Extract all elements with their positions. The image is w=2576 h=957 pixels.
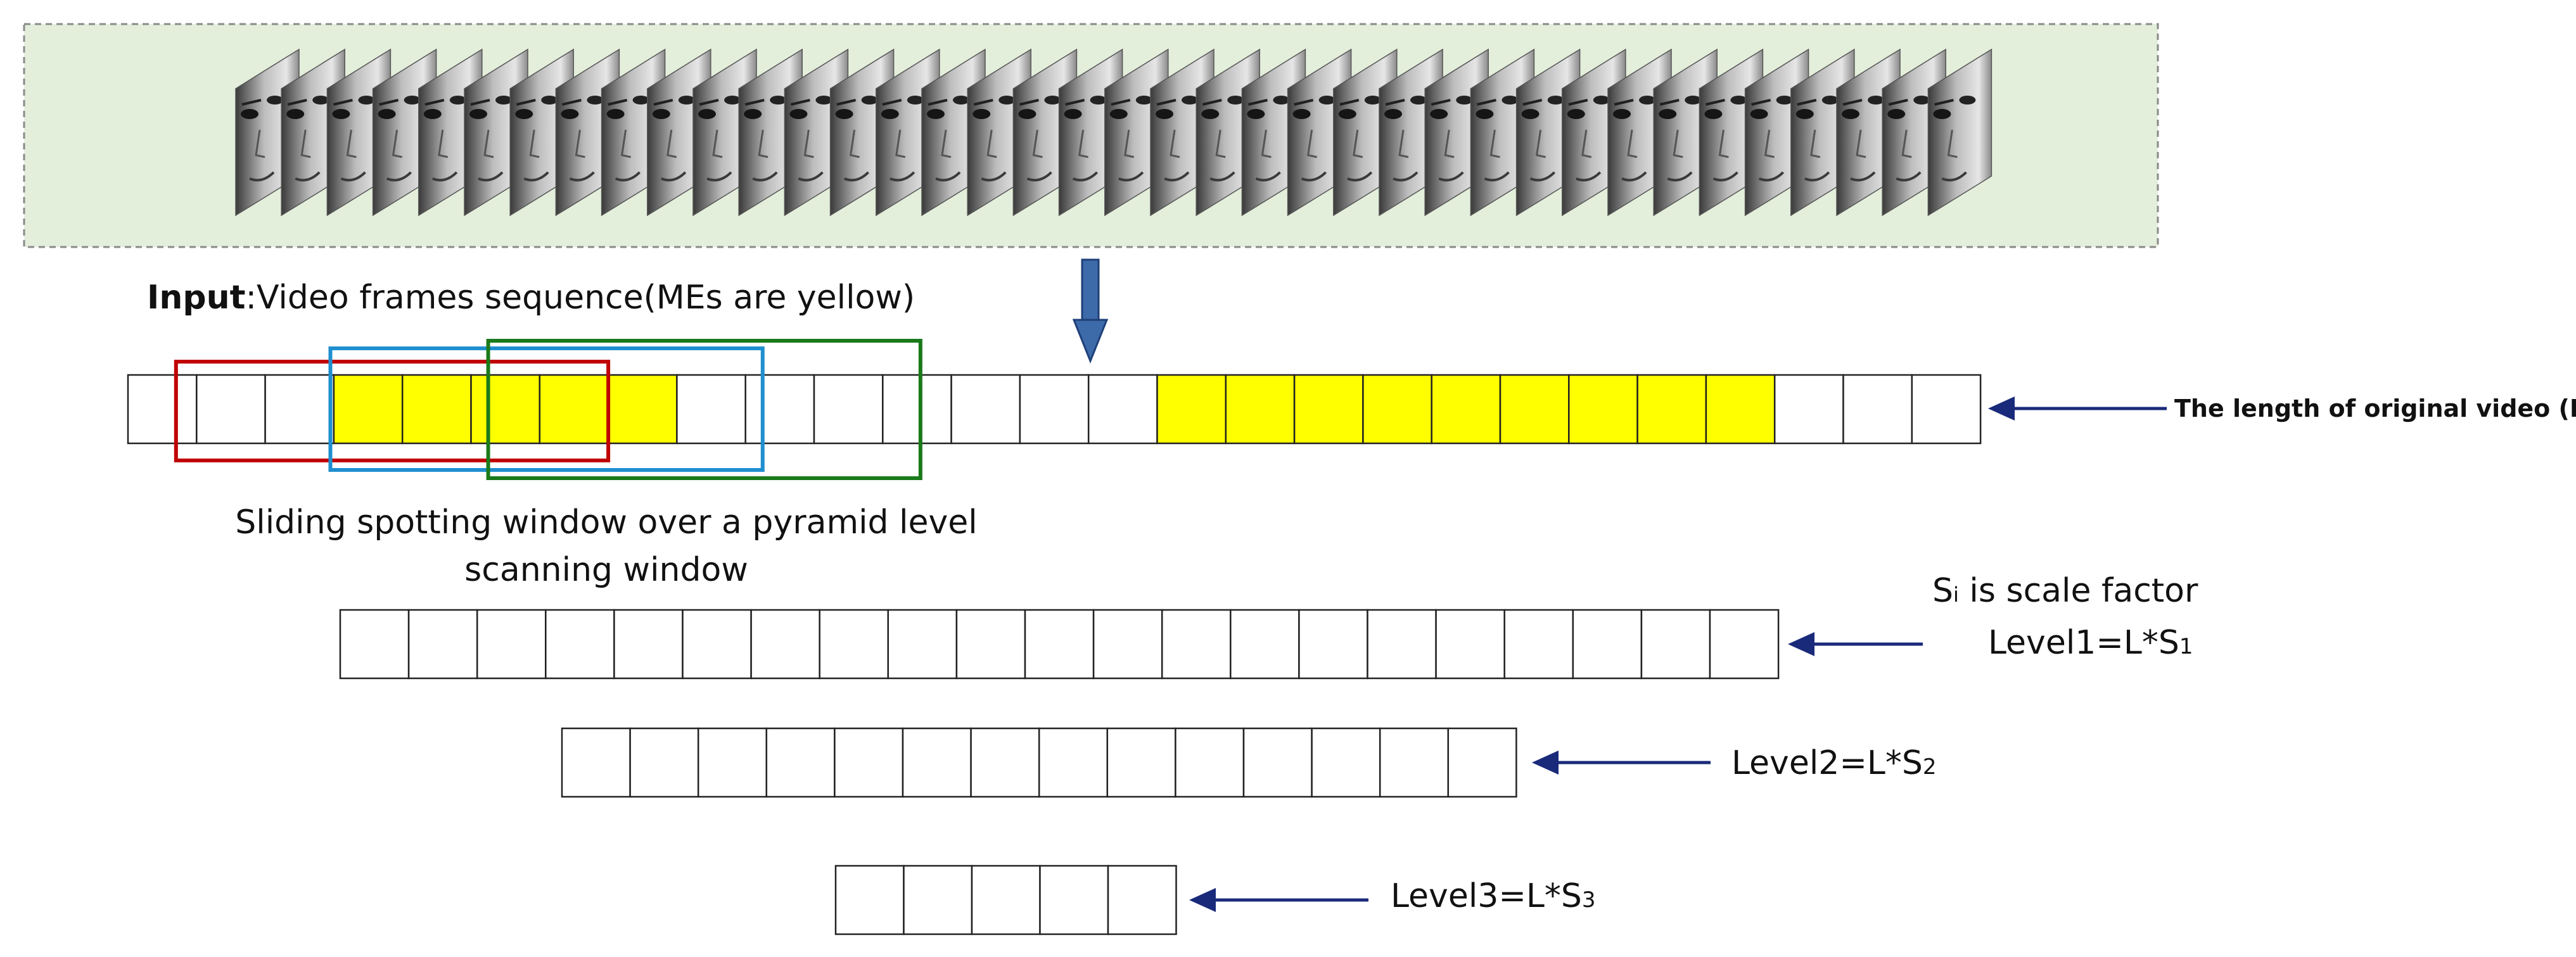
frame-cell xyxy=(676,374,746,445)
level-cell xyxy=(1038,727,1109,798)
level-cell xyxy=(902,727,972,798)
frame-cell xyxy=(813,374,884,445)
level-cell xyxy=(407,609,478,680)
frame-cell xyxy=(882,374,952,445)
original-video-cells xyxy=(127,374,1982,445)
level-cell xyxy=(697,727,768,798)
level-cell xyxy=(1367,609,1437,680)
level-cell xyxy=(682,609,752,680)
level-cell xyxy=(1106,727,1176,798)
level-cell xyxy=(834,727,904,798)
frame-cell xyxy=(1773,374,1844,445)
down-arrow-icon xyxy=(1072,258,1109,364)
frame-cell-me xyxy=(1225,374,1296,445)
face-frame-icon xyxy=(1927,48,1993,217)
level-cell xyxy=(1447,727,1517,798)
level-2-label: Level2=L*S2 xyxy=(1731,744,1937,782)
frame-cell xyxy=(264,374,335,445)
level-cell xyxy=(971,865,1041,935)
frame-cell-me xyxy=(1636,374,1707,445)
left-arrow-icon xyxy=(1189,888,1368,912)
level-cell xyxy=(970,727,1040,798)
frame-cell-me xyxy=(1568,374,1638,445)
level-cell xyxy=(1230,609,1300,680)
level-cell xyxy=(1039,865,1109,935)
level-cell xyxy=(1311,727,1381,798)
frame-cell-me xyxy=(539,374,609,445)
frame-cell xyxy=(950,374,1021,445)
sliding-caption-line2: scanning window xyxy=(464,551,748,589)
level-cell xyxy=(1379,727,1450,798)
level-cell xyxy=(750,609,820,680)
level-cell xyxy=(1503,609,1574,680)
frame-cell-me xyxy=(1156,374,1227,445)
level-cell xyxy=(1709,609,1780,680)
frame-cell-me xyxy=(1499,374,1570,445)
frame-cell-me xyxy=(607,374,678,445)
frame-cell xyxy=(744,374,815,445)
level-1-label: Level1=L*S1 xyxy=(1988,624,2193,662)
frame-cell xyxy=(1087,374,1158,445)
level-cell xyxy=(903,865,973,935)
frame-cell xyxy=(1842,374,1913,445)
level-cell xyxy=(765,727,836,798)
sliding-window-green xyxy=(486,339,922,480)
sliding-caption-line1: Sliding spotting window over a pyramid l… xyxy=(235,504,978,542)
level-cell xyxy=(1175,727,1245,798)
level-cell xyxy=(613,609,684,680)
level-cell xyxy=(1024,609,1095,680)
frame-cell xyxy=(196,374,266,445)
level-cell xyxy=(339,609,410,680)
level-cell xyxy=(1242,727,1313,798)
input-label-rest: :Video frames sequence(MEs are yellow) xyxy=(245,279,915,317)
frame-cell-me xyxy=(1362,374,1432,445)
sliding-window-red xyxy=(174,360,611,462)
input-label: Input:Video frames sequence(MEs are yell… xyxy=(147,279,915,317)
left-arrow-icon xyxy=(1988,396,2167,421)
frame-cell xyxy=(1911,374,1982,445)
sliding-window-blue xyxy=(328,346,765,472)
frame-cell-me xyxy=(401,374,472,445)
frame-cell-me xyxy=(333,374,404,445)
level-cell xyxy=(887,609,958,680)
level-3-label: Level3=L*S3 xyxy=(1391,877,1596,915)
level-cell xyxy=(1298,609,1368,680)
level-cell xyxy=(1107,865,1177,935)
frame-cell-me xyxy=(1431,374,1502,445)
level-cell xyxy=(1572,609,1643,680)
frame-cell xyxy=(1019,374,1090,445)
video-frames-strip xyxy=(235,48,1993,217)
level-cell xyxy=(819,609,889,680)
original-length-label: The length of original video (L) xyxy=(2174,395,2576,422)
frame-cell-me xyxy=(1705,374,1776,445)
level-cell xyxy=(955,609,1026,680)
input-label-bold: Input xyxy=(147,279,245,317)
level-cell xyxy=(1161,609,1232,680)
frame-cell-me xyxy=(1293,374,1364,445)
scale-factor-note: Si is scale factor xyxy=(1932,572,2198,610)
level-cell xyxy=(1092,609,1163,680)
frame-cell xyxy=(127,374,198,445)
frame-cell-me xyxy=(470,374,541,445)
level-cell xyxy=(1435,609,1505,680)
level-2: Level2=L*S2 xyxy=(561,727,1937,798)
level-cell xyxy=(476,609,547,680)
sliding-windows xyxy=(174,339,922,480)
level-cell xyxy=(545,609,615,680)
left-arrow-icon xyxy=(1532,751,1711,775)
level-1: Level1=L*S1 xyxy=(339,609,2193,680)
level-cell xyxy=(629,727,699,798)
level-3: Level3=L*S3 xyxy=(834,865,1596,935)
level-cell xyxy=(1640,609,1711,680)
left-arrow-icon xyxy=(1788,632,1923,656)
level-cell xyxy=(561,727,631,798)
level-cell xyxy=(834,865,905,935)
